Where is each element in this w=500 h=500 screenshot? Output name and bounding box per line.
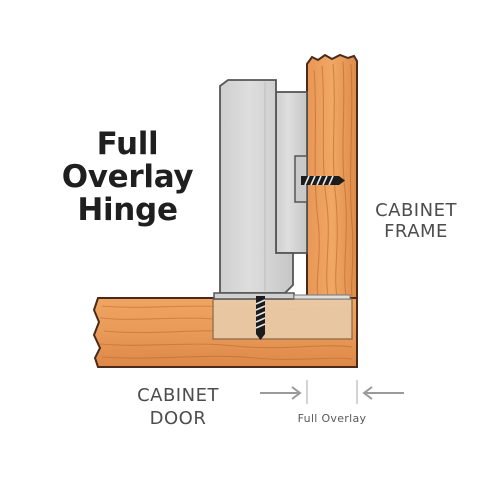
- hinge-arm: [219, 79, 294, 294]
- hinge-cup-lip: [293, 294, 351, 300]
- title-line-2: Overlay: [61, 159, 194, 195]
- title-line-3: Hinge: [77, 192, 178, 228]
- title-line-1: Full: [96, 126, 159, 162]
- full-overlay-label: Full Overlay: [297, 412, 367, 425]
- arrow-left-icon: [362, 386, 404, 400]
- arrow-right-icon: [260, 386, 302, 400]
- cabinet-frame-label-line-1: CABINET: [375, 200, 457, 221]
- cabinet-frame-label-line-2: FRAME: [384, 221, 448, 242]
- cabinet-door-label-line-1: CABINET: [137, 385, 219, 406]
- hinge-body: [213, 79, 351, 300]
- hinge-cup-recess: [212, 298, 353, 340]
- screw-icon: [301, 175, 345, 186]
- frame-wood-grain: [313, 61, 354, 297]
- cabinet-door-label-line-2: DOOR: [149, 408, 207, 429]
- hinge-cup-flange: [213, 292, 295, 300]
- screw-icon: [255, 296, 266, 340]
- overlay-dimension: [260, 380, 404, 404]
